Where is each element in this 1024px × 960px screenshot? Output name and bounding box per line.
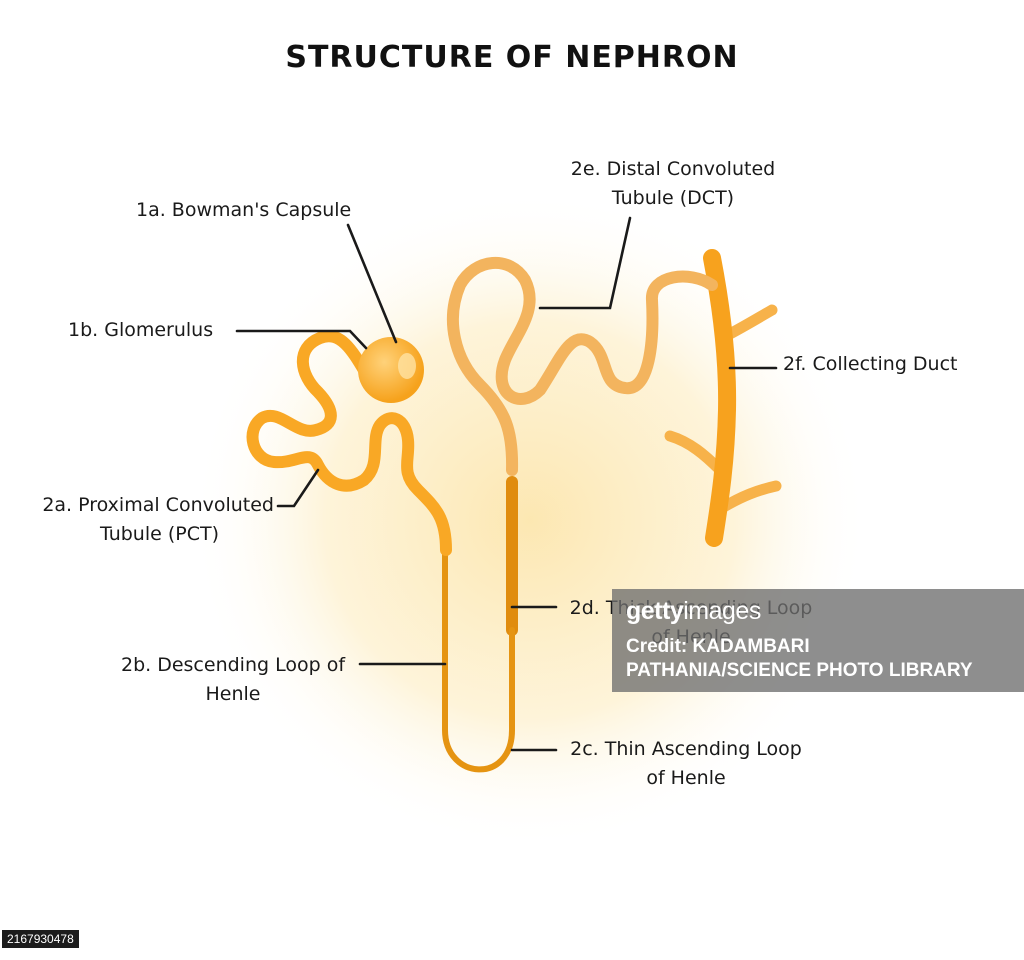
label-dct: 2e. Distal Convoluted Tubule (DCT)	[570, 158, 776, 209]
watermark-credit: Credit: KADAMBARI PATHANIA/SCIENCE PHOTO…	[626, 636, 973, 681]
label-pct-line2: Tubule (PCT)	[99, 523, 219, 545]
leader-line-dct	[538, 216, 632, 310]
label-thin-ascending-loop: 2c. Thin Ascending Loop of Henle	[570, 738, 802, 789]
page-title: STRUCTURE OF NEPHRON	[285, 40, 739, 75]
label-pct: 2a. Proximal Convoluted Tubule (PCT)	[18, 491, 274, 549]
leader-line-glomerulus	[235, 329, 368, 350]
loop-of-henle	[442, 542, 515, 773]
watermark: gettyimages Credit: KADAMBARI PATHANIA/S…	[612, 589, 1024, 692]
distal-convoluted-tubule	[447, 257, 718, 476]
label-bowmans-capsule: 1a. Bowman's Capsule	[136, 199, 352, 221]
image-id-badge: 2167930478	[2, 930, 79, 948]
leader-line-pct	[276, 468, 320, 508]
getty-logo: gettyimages	[626, 597, 761, 625]
label-collecting-duct: 2f. Collecting Duct	[783, 353, 958, 375]
label-glomerulus: 1b. Glomerulus	[68, 319, 214, 341]
capsule-highlight	[398, 353, 416, 379]
proximal-convoluted-tubule	[246, 330, 452, 556]
collecting-duct	[703, 249, 737, 547]
leader-line-bowmans-capsule	[346, 223, 398, 344]
label-descending-loop: 2b. Descending Loop of Henle	[120, 654, 346, 705]
